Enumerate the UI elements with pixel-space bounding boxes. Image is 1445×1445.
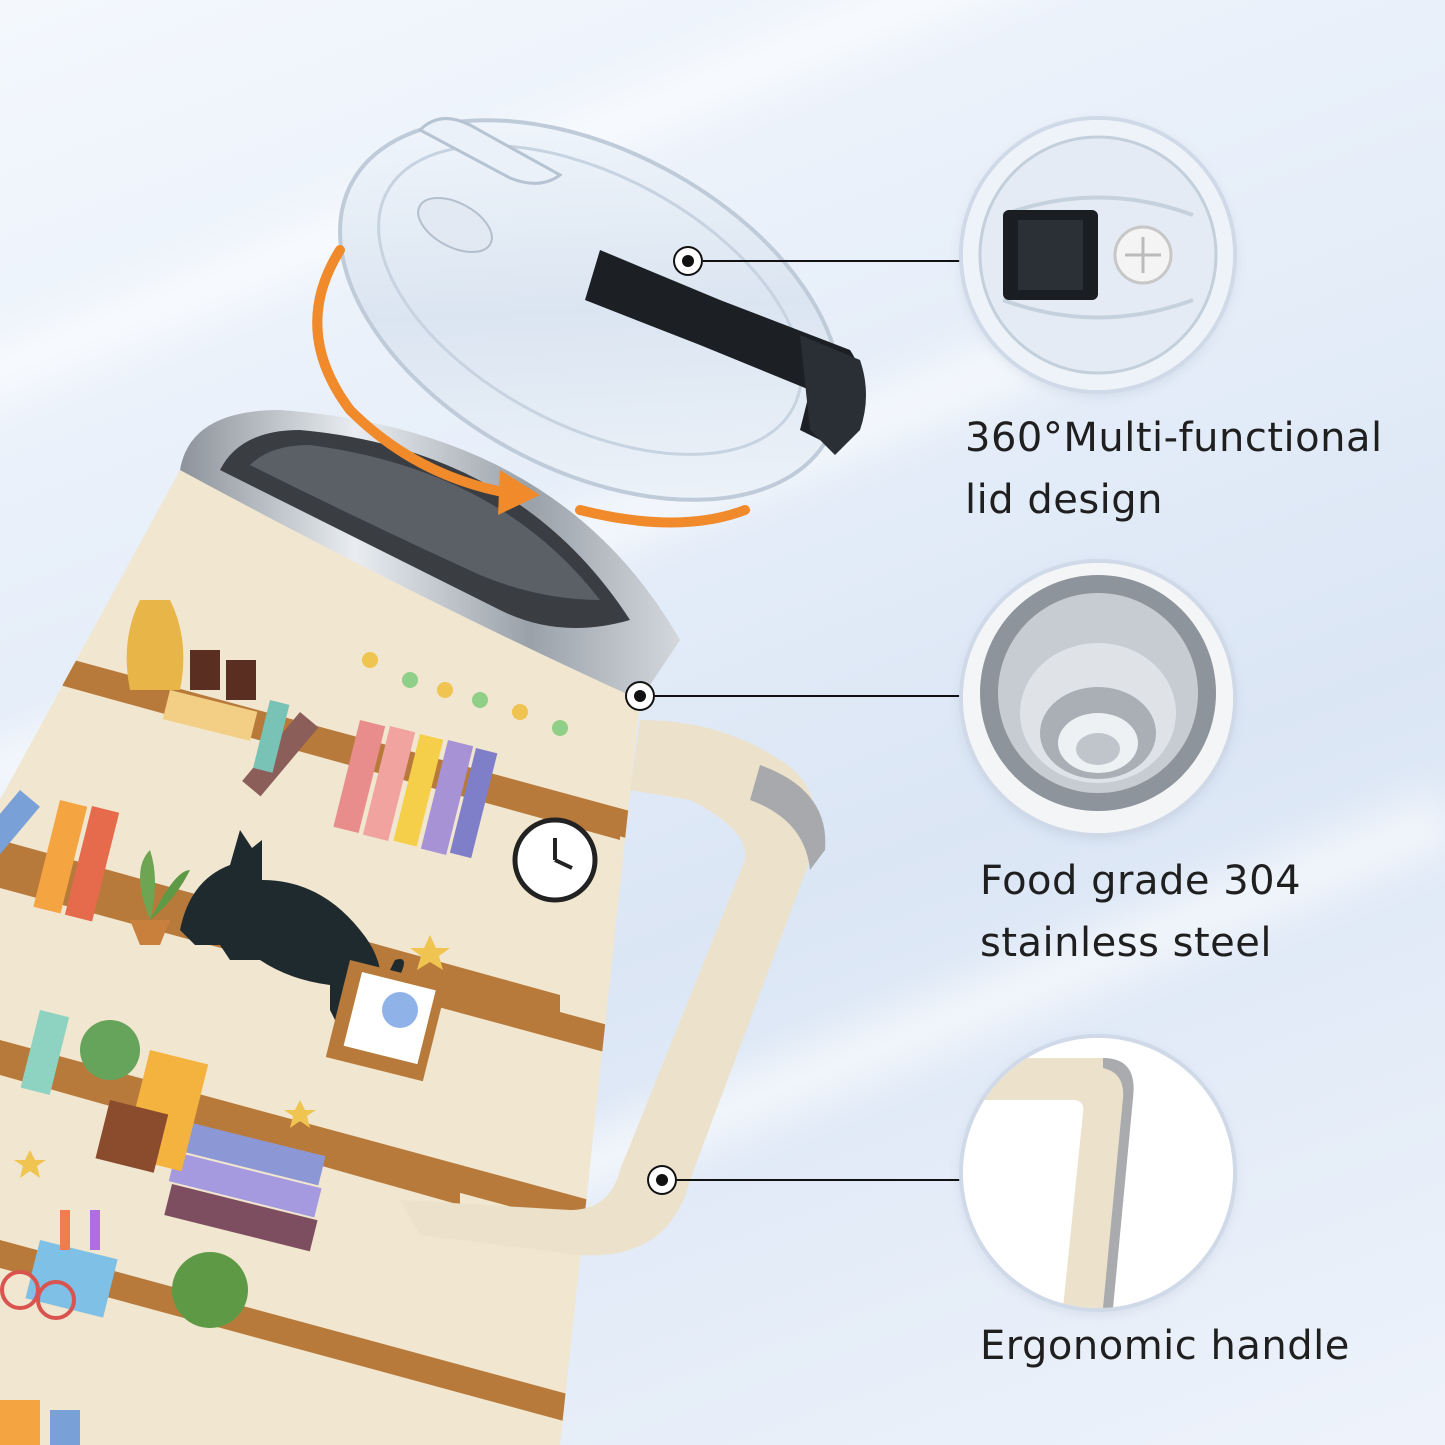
steel-interior-icon xyxy=(963,563,1233,833)
feature-label-line: 360°Multi-functional xyxy=(965,415,1383,461)
callout-dot xyxy=(625,681,655,711)
callout-dot xyxy=(673,246,703,276)
bookshelf-pattern xyxy=(0,600,640,1445)
clear-lid-graphic xyxy=(312,117,866,528)
handle-closeup-icon xyxy=(963,1038,1233,1308)
feature-label-line: stainless steel xyxy=(980,920,1272,966)
feature-label-lid: 360°Multi-functional lid design xyxy=(965,407,1383,531)
connector-line xyxy=(662,1179,961,1181)
lid-closeup-icon xyxy=(963,120,1233,390)
feature-label-line: Ergonomic handle xyxy=(980,1323,1350,1369)
callout-dot xyxy=(647,1165,677,1195)
lid-closeup-circle xyxy=(963,120,1233,390)
steel-closeup-circle xyxy=(963,563,1233,833)
feature-label-line: lid design xyxy=(965,477,1164,523)
feature-label-handle: Ergonomic handle xyxy=(980,1315,1350,1377)
connector-line xyxy=(688,260,961,262)
feature-label-line: Food grade 304 xyxy=(980,858,1302,904)
handle-graphic xyxy=(400,720,826,1256)
connector-line xyxy=(640,695,961,697)
handle-closeup-circle xyxy=(963,1038,1233,1308)
feature-label-steel: Food grade 304 stainless steel xyxy=(980,850,1301,974)
